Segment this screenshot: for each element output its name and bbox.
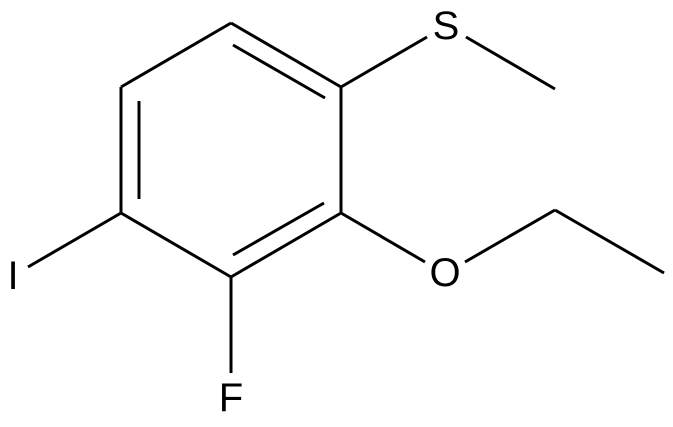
atom-oxygen-label: O: [429, 251, 460, 295]
bond-c-o: [340, 211, 426, 264]
bond-ring-inner-bottom: [232, 201, 325, 257]
bond-ring-c4-c5: [120, 211, 232, 279]
bond-ring-c3-c4: [230, 211, 342, 279]
bond-c-i: [27, 211, 122, 269]
bond-o-ch2: [464, 208, 556, 264]
bond-ring-c6-c1: [120, 21, 232, 89]
bond-s-methyl: [465, 35, 556, 91]
atom-fluorine-label: F: [219, 376, 243, 420]
bond-c-s: [340, 35, 428, 89]
atom-sulfur-label: S: [433, 4, 460, 48]
bond-ring-inner-top: [232, 43, 326, 100]
bond-ring-c1-c2: [230, 21, 342, 89]
bond-ch2-ch3: [554, 208, 665, 275]
atom-iodine-label: I: [7, 254, 18, 298]
